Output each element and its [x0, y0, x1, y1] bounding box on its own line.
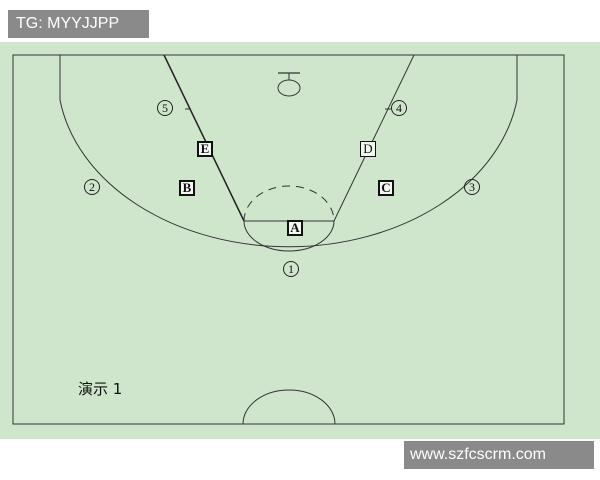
position-5: 5	[157, 100, 173, 116]
free-throw-circle-solid	[243, 220, 335, 252]
lane-line-right	[333, 54, 415, 222]
three-point-line	[59, 55, 518, 248]
player-e: E	[197, 141, 213, 157]
player-c: C	[378, 180, 394, 196]
website-watermark: www.szfcscrm.com	[404, 441, 594, 469]
hoop	[277, 79, 301, 97]
center-circle	[242, 389, 336, 425]
diagram-caption: 演示 1	[78, 380, 123, 398]
player-d: D	[360, 141, 376, 157]
lane-line-left	[163, 54, 245, 222]
free-throw-circle-dashed	[243, 185, 335, 222]
position-3: 3	[464, 179, 480, 195]
player-a: A	[287, 220, 303, 236]
court-background	[0, 42, 600, 439]
position-1: 1	[283, 261, 299, 277]
court-boundary	[12, 54, 565, 425]
position-2: 2	[84, 179, 100, 195]
player-b: B	[179, 180, 195, 196]
tg-label: TG: MYYJJPP	[8, 10, 149, 38]
position-4: 4	[391, 100, 407, 116]
